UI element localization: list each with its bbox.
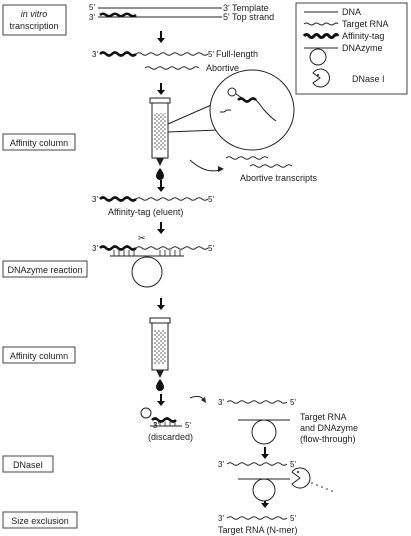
down-arrows	[157, 31, 269, 508]
step-size-exclusion-label: Size exclusion	[11, 516, 69, 526]
svg-text:3': 3'	[218, 398, 224, 407]
final-product-label: Target RNA (N-mer)	[218, 525, 298, 535]
step-affinity-2-label: Affinity column	[10, 351, 68, 361]
template-label: 3' Template	[223, 3, 269, 13]
abortive-transcripts-label: Abortive transcripts	[240, 173, 318, 183]
dnase-digestion: 3' 5'	[218, 460, 333, 502]
step-affinity-column-2: Affinity column	[2, 346, 76, 364]
affinity-eluent: 3' 5' Affinity-tag (eluent)	[92, 195, 214, 217]
legend-dnazyme-loop	[309, 48, 327, 66]
target-rna-line2: and DNAzyme	[300, 423, 358, 433]
dnazyme-complex: 3' 5' ✂	[92, 233, 214, 288]
top-strand-label: 5' Top strand	[223, 12, 274, 22]
svg-text:5': 5'	[290, 460, 296, 469]
target-rna-line3: (flow-through)	[300, 434, 356, 444]
step-transcription: in vitro transcription	[2, 4, 67, 36]
discarded-label: (discarded)	[148, 432, 193, 442]
transcripts-products: 3' 5' Full-length Abortive	[92, 49, 258, 73]
flow-through-complex: 3' 5' Target RNA and DNAzyme (flow-throu…	[218, 398, 358, 445]
scissors-icon: ✂	[138, 233, 146, 243]
svg-text:3': 3'	[92, 195, 98, 204]
legend-dnase-label: DNase I	[352, 74, 385, 84]
transcription-strands: 5' 3' Template 3' 5' Top strand	[89, 3, 274, 22]
affinity-column-1	[149, 97, 171, 180]
abortive-label: Abortive	[206, 63, 239, 73]
top-strand-3prime: 3'	[89, 13, 95, 22]
svg-text:3': 3'	[92, 244, 98, 253]
step-dnase: DNaseI	[2, 455, 54, 473]
legend-dnazyme-label: DNAzyme	[342, 43, 383, 53]
discarded-product: 3' 5' (discarded)	[140, 407, 193, 442]
svg-text:3': 3'	[218, 514, 224, 523]
step-transcription-italic: in vitro	[21, 9, 48, 19]
step-transcription-label: transcription	[9, 21, 58, 31]
affinity-column-2	[149, 317, 171, 391]
svg-text:5': 5'	[290, 514, 296, 523]
final-product: 3' 5' Target RNA (N-mer)	[218, 514, 298, 535]
svg-text:3': 3'	[218, 460, 224, 469]
step-dnase-label: DNaseI	[13, 460, 43, 470]
svg-text:5': 5'	[208, 244, 214, 253]
dnase-enzyme-icon	[291, 467, 311, 489]
svg-text:5': 5'	[290, 398, 296, 407]
drop-icon	[156, 168, 164, 180]
legend-target-rna-label: Target RNA	[342, 19, 389, 29]
step-affinity-1-label: Affinity column	[10, 138, 68, 148]
abortive-transcripts: Abortive transcripts	[189, 156, 318, 183]
svg-text:3': 3'	[92, 50, 98, 59]
step-size-exclusion: Size exclusion	[2, 511, 78, 529]
step-affinity-column-1: Affinity column	[2, 133, 76, 151]
legend-affinity-wave	[302, 33, 340, 39]
step-dnazyme-reaction: DNAzyme reaction	[2, 260, 88, 278]
template-5prime: 5'	[89, 3, 95, 12]
svg-text:5': 5'	[208, 195, 214, 204]
svg-text:5': 5'	[208, 50, 214, 59]
step-dnazyme-label: DNAzyme reaction	[7, 265, 82, 275]
dnase-pacman-icon	[312, 68, 330, 88]
zoom-bubble	[167, 69, 295, 151]
full-length-label: Full-length	[216, 49, 258, 59]
legend-dna-label: DNA	[342, 7, 361, 17]
svg-text:5': 5'	[185, 421, 191, 430]
legend-rna-wave	[303, 22, 339, 26]
target-rna-line1: Target RNA	[300, 412, 347, 422]
legend: DNA Target RNA Affinity-tag DNAzyme DNas…	[295, 2, 408, 95]
legend-affinity-tag-label: Affinity-tag	[342, 31, 384, 41]
affinity-eluent-label: Affinity-tag (eluent)	[108, 207, 183, 217]
